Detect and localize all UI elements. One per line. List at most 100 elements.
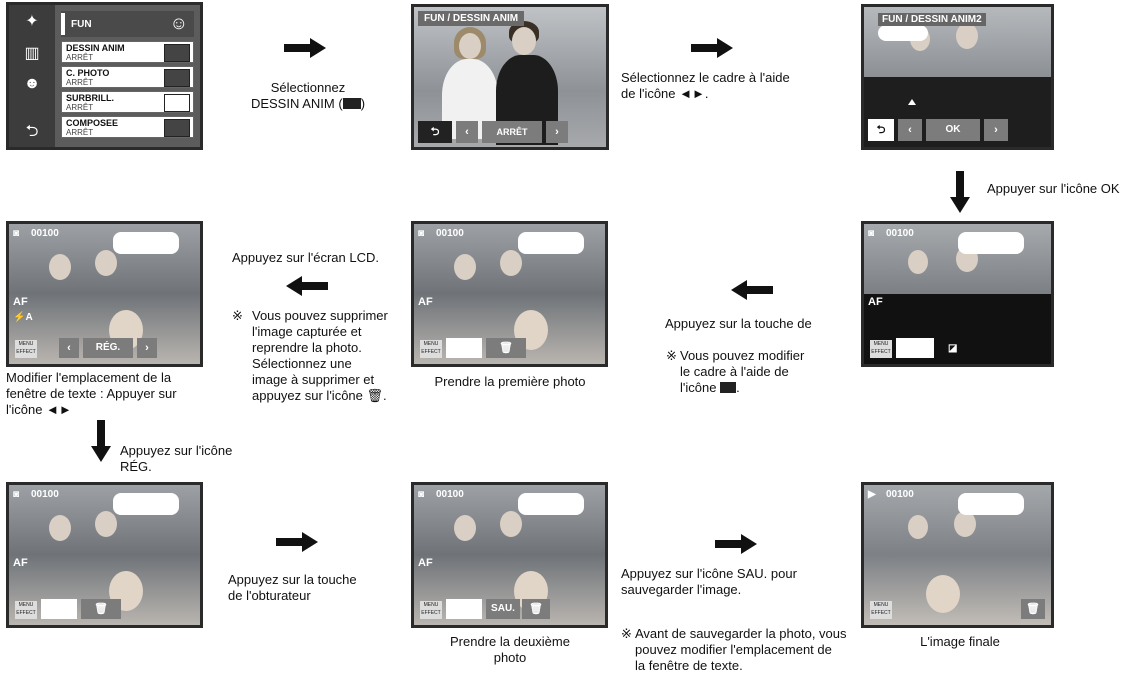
counter: 00100 <box>31 228 59 239</box>
caption-press-sau: Appuyez sur l'icône SAU. pour sauvegarde… <box>621 566 797 597</box>
arret-button[interactable]: ARRÊT <box>482 121 542 143</box>
play-mode-icon: ▶ <box>868 489 876 500</box>
screen-title: FUN / DESSIN ANIM <box>418 11 525 26</box>
flash-icon: ⚡A <box>13 312 33 323</box>
star-wand-icon[interactable]: ✦ <box>25 13 39 30</box>
counter: 00100 <box>886 489 914 500</box>
film-icon[interactable]: ▥ <box>24 45 40 62</box>
cartoon-icon <box>720 382 737 393</box>
menu-row-composee[interactable]: COMPOSEE ARRÊT <box>61 116 194 138</box>
menu-sidebar <box>9 5 55 147</box>
back-button[interactable]: ⮌ <box>418 121 452 143</box>
blank-box <box>896 338 934 358</box>
photo-frame-icon <box>164 69 190 87</box>
next-button[interactable]: › <box>984 119 1008 141</box>
arrow-down-icon <box>91 420 111 462</box>
caption-select-frame: Sélectionnez le cadre à l'aide de l'icôn… <box>621 70 790 101</box>
screen-dessin-anim: FUN / DESSIN ANIM ⮌ ‹ ARRÊT › <box>411 4 609 150</box>
composite-icon <box>164 119 190 137</box>
caption-select-dessin: Sélectionnez DESSIN ANIM () <box>250 80 366 111</box>
speech-bubble <box>518 232 584 254</box>
trash-button[interactable]: 🗑 <box>522 599 550 619</box>
blank-box <box>446 338 482 358</box>
row-title: C. PHOTO <box>66 68 110 78</box>
row-title: DESSIN ANIM <box>66 43 125 53</box>
camera-mode-icon: ◙ <box>13 228 20 239</box>
arrow-down-icon <box>950 171 970 213</box>
counter: 00100 <box>31 489 59 500</box>
row-title: SURBRILL. <box>66 93 114 103</box>
camera-mode-icon: ◙ <box>418 228 425 239</box>
cartoon-icon: ◪ <box>948 343 958 354</box>
camera-mode-icon: ◙ <box>418 489 425 500</box>
blank-box <box>41 599 77 619</box>
screen-fun-menu: ✦ ▥ ☻ ⮌ FUN ☺ DESSIN ANIM ARRÊT C. PHOTO… <box>6 2 203 150</box>
af-label: AF <box>418 296 433 308</box>
arrow-right-icon <box>276 532 318 552</box>
smiley-icon[interactable]: ☻ <box>23 75 41 92</box>
trash-button[interactable]: 🗑 <box>1021 599 1045 619</box>
caption-press-key: Appuyez sur la touche de <box>665 316 812 331</box>
next-button[interactable]: › <box>546 121 568 143</box>
bubble-pointer-icon <box>908 99 916 105</box>
row-status: ARRÊT <box>66 53 94 62</box>
smiley-logo-icon: ☺ <box>169 13 188 33</box>
caption-move-text: Modifier l'emplacement de la fenêtre de … <box>6 370 177 417</box>
arrow-right-icon <box>715 534 757 554</box>
reg-button[interactable]: RÉG. <box>83 338 133 358</box>
speech-bubble <box>878 25 928 41</box>
prev-button[interactable]: ‹ <box>456 121 478 143</box>
trash-button[interactable]: 🗑 <box>486 338 526 358</box>
caption-press-ok: Appuyer sur l'icône OK <box>987 181 1120 196</box>
trash-button[interactable]: 🗑 <box>81 599 121 619</box>
counter: 00100 <box>886 228 914 239</box>
note-delete: ※ Vous pouvez supprimer l'image capturée… <box>232 308 388 403</box>
ok-button[interactable]: OK <box>926 119 980 141</box>
trash-icon: 🗑. <box>366 388 387 403</box>
back-icon[interactable]: ⮌ <box>25 123 39 140</box>
speech-bubble <box>958 493 1024 515</box>
save-button[interactable]: SAU. <box>486 599 520 619</box>
row-status: ARRÊT <box>66 128 94 137</box>
highlight-icon <box>164 94 190 112</box>
counter: 00100 <box>436 228 464 239</box>
caption-second-photo: Prendre la deuxième photo <box>450 634 570 665</box>
row-title: COMPOSEE <box>66 118 119 128</box>
camera-mode-icon: ◙ <box>868 228 875 239</box>
menu-row-dessin-anim[interactable]: DESSIN ANIM ARRÊT <box>61 41 194 63</box>
arrow-right-icon <box>284 38 326 58</box>
counter: 00100 <box>436 489 464 500</box>
menu-row-c-photo[interactable]: C. PHOTO ARRÊT <box>61 66 194 88</box>
note-save: ※ Avant de sauvegarder la photo, vous po… <box>621 626 847 673</box>
caption-press-reg: Appuyez sur l'icône RÉG. <box>120 443 233 474</box>
blank-box <box>446 599 482 619</box>
next-button[interactable]: › <box>137 338 157 358</box>
menu-row-surbrill[interactable]: SURBRILL. ARRÊT <box>61 91 194 113</box>
arrow-right-icon <box>691 38 733 58</box>
cartoon-frame-icon <box>164 44 190 62</box>
speech-bubble <box>113 493 179 515</box>
camera-mode-icon: ◙ <box>13 489 20 500</box>
arrow-left-icon <box>286 276 328 296</box>
prev-button[interactable]: ‹ <box>898 119 922 141</box>
caption-first-photo: Prendre la première photo <box>434 374 586 389</box>
speech-bubble <box>958 232 1024 254</box>
back-button[interactable]: ⮌ <box>868 119 894 141</box>
menu-title: FUN <box>71 19 92 30</box>
af-label: AF <box>418 557 433 569</box>
arrow-left-icon <box>731 280 773 300</box>
note-modify: ※ Vous pouvez modifier le cadre à l'aide… <box>666 348 805 395</box>
screen-dessin-anim-2: FUN / DESSIN ANIM2 ⮌ ‹ OK › <box>861 4 1054 150</box>
prev-button[interactable]: ‹ <box>59 338 79 358</box>
